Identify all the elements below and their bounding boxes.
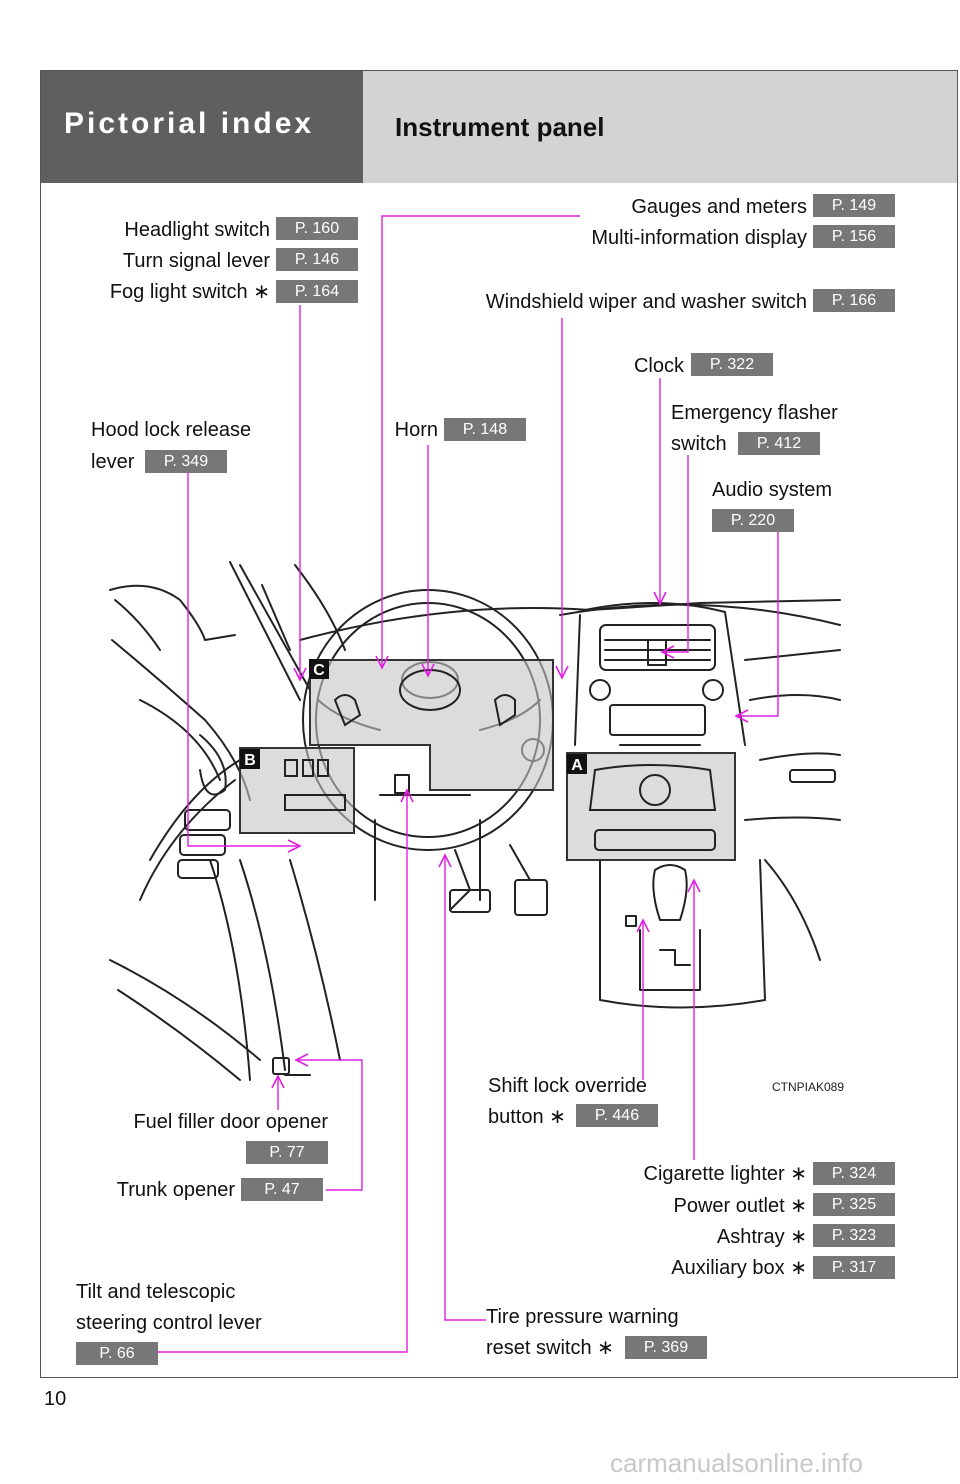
power-outlet-page-ref[interactable]: P. 325 — [813, 1193, 895, 1216]
area-c-tag — [309, 659, 329, 679]
gauges-page-ref[interactable]: P. 149 — [813, 194, 895, 217]
power-outlet-label: Power outlet ∗ — [673, 1195, 808, 1217]
tire-pressure-label-line2: reset switch ∗ — [486, 1337, 614, 1359]
area-c-letter: C — [313, 662, 325, 679]
emergency-label-line2: switch — [671, 433, 727, 455]
section-title: Pictorial index — [64, 107, 315, 140]
shift-lock-page-ref[interactable]: P. 446 — [576, 1104, 658, 1127]
headlight-label: Headlight switch — [124, 219, 270, 241]
shift-lock-label-line2: button ∗ — [488, 1106, 566, 1128]
illustration-code: CTNPIAK089 — [772, 1080, 845, 1094]
audio-label: Audio system — [712, 479, 833, 501]
page-frame — [40, 70, 958, 1378]
audio-page-ref[interactable]: P. 220 — [712, 509, 794, 532]
trunk-page-ref[interactable]: P. 47 — [241, 1178, 323, 1201]
horn-label: Horn — [394, 419, 438, 441]
tire-pressure-page-ref[interactable]: P. 369 — [625, 1336, 707, 1359]
clock-label: Clock — [633, 355, 684, 377]
fog-light-page-ref[interactable]: P. 164 — [276, 280, 358, 303]
multi-info-label: Multi-information display — [591, 227, 807, 249]
fuel-door-label: Fuel filler door opener — [133, 1111, 328, 1133]
area-a-letter: A — [571, 757, 583, 774]
emergency-label-line1: Emergency flasher — [671, 402, 838, 424]
tilt-label-line2: steering control lever — [76, 1312, 262, 1334]
shift-lock-label-line1: Shift lock override — [488, 1075, 647, 1097]
hood-label-line2: lever — [91, 451, 135, 473]
leader-lines — [158, 215, 779, 1353]
tire-pressure-label-line1: Tire pressure warning — [486, 1306, 679, 1328]
page-number: 10 — [44, 1388, 67, 1410]
page-title: Instrument panel — [395, 112, 605, 142]
fog-light-label: Fog light switch ∗ — [109, 281, 270, 303]
aux-box-page-ref[interactable]: P. 317 — [813, 1256, 895, 1279]
cigarette-label: Cigarette lighter ∗ — [643, 1163, 808, 1185]
aux-box-label: Auxiliary box ∗ — [671, 1257, 807, 1279]
hood-label-line1: Hood lock release — [91, 419, 252, 441]
tilt-page-ref[interactable]: P. 66 — [76, 1342, 158, 1365]
ashtray-page-ref[interactable]: P. 323 — [813, 1224, 895, 1247]
headlight-page-ref[interactable]: P. 160 — [276, 217, 358, 240]
fuel-door-page-ref[interactable]: P. 77 — [246, 1141, 328, 1164]
hood-page-ref[interactable]: P. 349 — [145, 450, 227, 473]
title-bar — [363, 71, 957, 183]
area-c-highlight — [309, 659, 554, 791]
area-b-tag — [240, 749, 260, 769]
area-b-letter: B — [244, 752, 256, 769]
horn-page-ref[interactable]: P. 148 — [444, 418, 526, 441]
watermark: carmanualsonline.info — [610, 1448, 863, 1478]
trunk-label: Trunk opener — [116, 1179, 235, 1201]
turn-signal-label: Turn signal lever — [122, 250, 270, 272]
cigarette-page-ref[interactable]: P. 324 — [813, 1162, 895, 1185]
gauges-label: Gauges and meters — [631, 196, 807, 218]
emergency-page-ref[interactable]: P. 412 — [738, 432, 820, 455]
multi-info-page-ref[interactable]: P. 156 — [813, 225, 895, 248]
section-tab — [41, 71, 363, 183]
area-a-tag — [567, 754, 587, 774]
tilt-label-line1: Tilt and telescopic — [76, 1281, 236, 1303]
clock-page-ref[interactable]: P. 322 — [691, 353, 773, 376]
ashtray-label: Ashtray ∗ — [716, 1226, 807, 1248]
wiper-page-ref[interactable]: P. 166 — [813, 289, 895, 312]
turn-signal-page-ref[interactable]: P. 146 — [276, 248, 358, 271]
wiper-label: Windshield wiper and washer switch — [485, 291, 807, 313]
